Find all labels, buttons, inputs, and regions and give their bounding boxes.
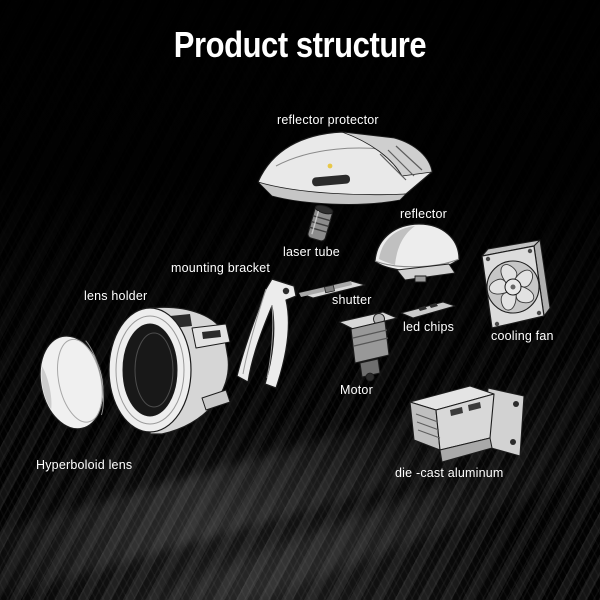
page-title: Product structure (173, 24, 427, 65)
mounting-bracket-label: mounting bracket (171, 261, 271, 275)
die-cast-aluminum-label: die -cast aluminum (395, 466, 504, 480)
hyperboloid-lens-illustration (34, 330, 114, 434)
hyperboloid-lens-label: Hyperboloid lens (36, 458, 133, 472)
reflector-illustration (365, 219, 465, 285)
laser-tube-illustration (296, 202, 344, 246)
reflector-protector-label: reflector protector (277, 113, 379, 127)
shutter-illustration (295, 276, 369, 302)
motor-label: Motor (340, 383, 373, 397)
reflector-protector-illustration (250, 126, 438, 208)
led-chips-illustration (398, 299, 458, 321)
die-cast-aluminum-illustration (394, 376, 534, 470)
led-chips-label: led chips (403, 320, 455, 334)
shutter-label: shutter (332, 293, 372, 307)
lens-holder-label: lens holder (84, 289, 148, 303)
laser-tube-label: laser tube (283, 245, 340, 259)
mounting-bracket-illustration (230, 274, 308, 394)
reflector-label: reflector (400, 207, 447, 221)
lens-holder-illustration (104, 300, 240, 440)
cooling-fan-label: cooling fan (491, 329, 554, 343)
cooling-fan-illustration (475, 236, 551, 332)
motor-illustration (333, 309, 403, 385)
